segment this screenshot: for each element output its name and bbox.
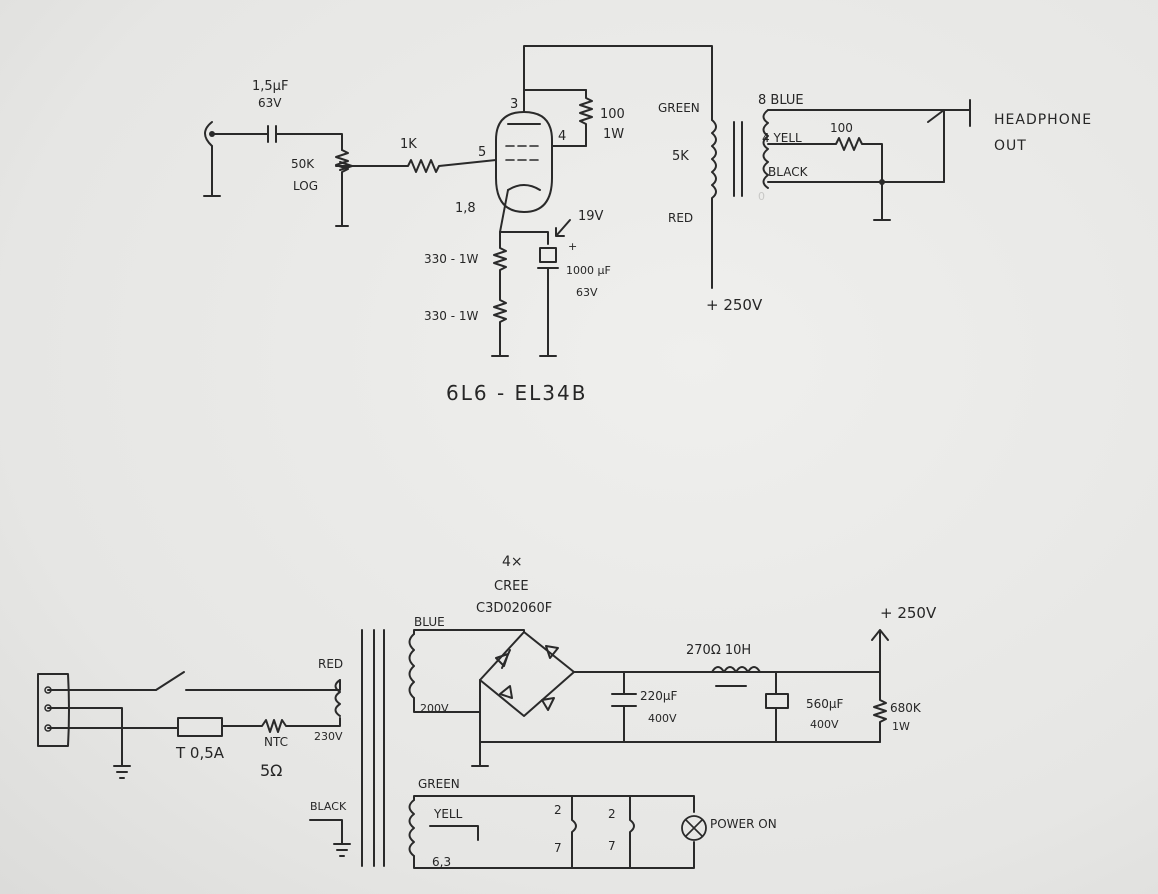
cathode-voltage: 19V	[578, 209, 604, 224]
diodes-brand: CREE	[494, 579, 529, 594]
headphone-out-label-1: HEADPHONE	[994, 112, 1092, 128]
choke-label: 270Ω 10H	[686, 643, 751, 658]
primary-color: RED	[318, 657, 343, 671]
input-capacitor	[267, 125, 343, 151]
cathode-resistor-1: 330 - 1W	[424, 252, 478, 266]
ot-red-label: RED	[668, 211, 693, 225]
diodes-part: C3D02060F	[476, 601, 552, 616]
heater-green-label: GREEN	[418, 777, 460, 791]
input-jack	[203, 121, 269, 197]
pin-plate: 3	[510, 97, 518, 112]
screen-resistor-power: 1W	[603, 127, 624, 142]
ot-tap-zero: 0	[758, 190, 765, 203]
output-transformer	[711, 99, 971, 289]
cap2-value: 560µF	[806, 697, 844, 711]
cathode-network	[491, 219, 571, 357]
filter-network	[611, 629, 889, 743]
volume-potentiometer	[335, 149, 353, 227]
pin-grid: 5	[478, 145, 486, 160]
amp-b-plus: + 250V	[706, 296, 763, 314]
input-cap-voltage: 63V	[258, 96, 282, 110]
screen-resistor-value: 100	[600, 107, 625, 122]
heater-pin-b: 7	[554, 841, 562, 855]
heater-winding	[408, 795, 707, 869]
cathode-resistor-2: 330 - 1W	[424, 309, 478, 323]
pot-value: 50K	[291, 157, 315, 171]
screen-resistor	[579, 89, 593, 147]
heater-voltage: 6,3	[432, 855, 451, 869]
hv-secondary-voltage: 200V	[420, 702, 449, 715]
cap1-voltage: 400V	[648, 712, 677, 725]
pin-cathode: 1,8	[455, 201, 476, 216]
ot-secondary-resistor: 100	[830, 121, 853, 135]
heater-pin-c: 2	[608, 807, 616, 821]
primary-voltage: 230V	[314, 730, 343, 743]
transformer-ground-label: BLACK	[310, 800, 347, 813]
bleeder-power: 1W	[892, 720, 910, 733]
grid-resistor-value: 1K	[400, 137, 417, 152]
ot-green-label: GREEN	[658, 101, 700, 115]
ot-tap-4: 4 YELL	[762, 131, 802, 145]
cap1-value: 220µF	[640, 689, 678, 703]
bridge-rectifier	[471, 631, 881, 767]
cathode-cap-voltage: 63V	[576, 286, 598, 299]
ot-impedance: 5K	[672, 149, 689, 164]
heater-pin-d: 7	[608, 839, 616, 853]
ot-tap-8: 8 BLUE	[758, 93, 804, 108]
cathode-cap-value: 1000 µF	[566, 264, 611, 277]
cathode-cap-plus: +	[568, 240, 577, 253]
hv-secondary	[408, 629, 525, 713]
hv-secondary-color: BLUE	[414, 615, 445, 629]
cap2-voltage: 400V	[810, 718, 839, 731]
tube-6l6	[495, 45, 713, 233]
power-lamp-label: POWER ON	[710, 817, 777, 831]
power-transformer-core	[309, 629, 385, 867]
pot-taper: LOG	[293, 179, 318, 193]
fuse-label: T 0,5A	[175, 744, 225, 762]
heater-yell-label: YELL	[433, 807, 463, 821]
ntc-label: NTC	[264, 735, 288, 749]
ntc-value: 5Ω	[260, 761, 282, 780]
tube-type-label: 6L6 - EL34B	[446, 381, 587, 405]
psu-b-plus: + 250V	[880, 604, 937, 622]
mains-inlet	[37, 671, 341, 779]
headphone-out-label-2: OUT	[994, 138, 1027, 154]
input-cap-value: 1,5µF	[252, 79, 288, 94]
grid-resistor	[351, 159, 497, 173]
bleeder-value: 680K	[890, 701, 922, 715]
heater-pin-a: 2	[554, 803, 562, 817]
ot-tap-black: BLACK	[768, 165, 809, 179]
diodes-count: 4×	[502, 554, 523, 570]
pin-screen: 4	[558, 129, 566, 144]
